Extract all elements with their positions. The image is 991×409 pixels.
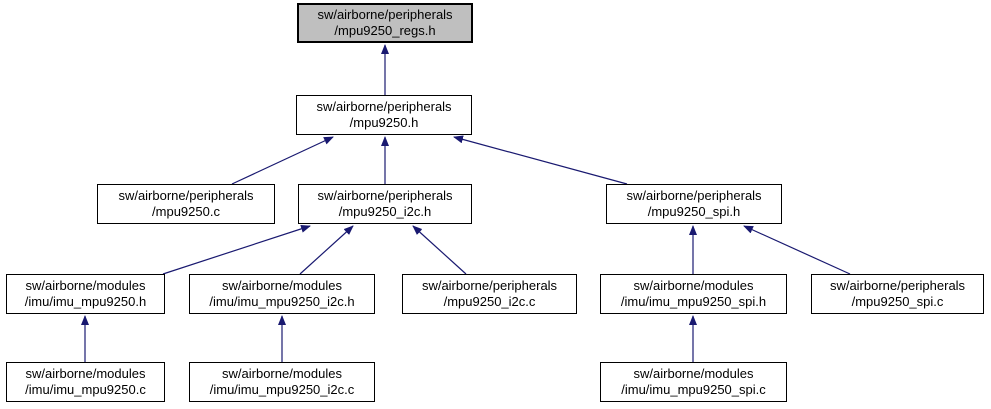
node-label-line2: /mpu9250.h [349, 115, 419, 130]
node-label-line2: /imu/imu_mpu9250_i2c.h [209, 294, 355, 309]
node-label-line1: sw/airborne/peripherals [421, 278, 558, 293]
node-label-line2: /imu/imu_mpu9250_spi.c [621, 382, 766, 397]
node-label-line2: /imu/imu_mpu9250_i2c.c [209, 382, 355, 397]
node-label-line2: /imu/imu_mpu9250.c [25, 382, 146, 397]
node-label-line2: /mpu9250_spi.h [647, 204, 741, 219]
node-label-line2: /mpu9250_i2c.c [443, 294, 536, 309]
edge-imuh-to-i2ch [162, 224, 311, 275]
edge-spic-to-spih [743, 225, 851, 275]
node-label-line1: sw/airborne/peripherals [626, 188, 762, 203]
node-label-line1: sw/airborne/peripherals [317, 188, 453, 203]
graph-node-mpu9250-spi-c[interactable]: sw/airborne/peripherals /mpu9250_spi.c [811, 274, 984, 314]
node-label-line1: sw/airborne/peripherals [317, 7, 453, 22]
node-label-line2: /imu/imu_mpu9250.h [24, 294, 147, 309]
graph-node-imu-mpu9250-c[interactable]: sw/airborne/modules /imu/imu_mpu9250.c [6, 362, 165, 402]
node-label-line2: /mpu9250_spi.c [851, 294, 944, 309]
graph-node-mpu9250-c[interactable]: sw/airborne/peripherals /mpu9250.c [97, 184, 275, 224]
graph-node-imu-mpu9250-i2c-c[interactable]: sw/airborne/modules /imu/imu_mpu9250_i2c… [189, 362, 375, 402]
node-label-line1: sw/airborne/modules [222, 278, 342, 293]
graph-node-imu-mpu9250-spi-c[interactable]: sw/airborne/modules /imu/imu_mpu9250_spi… [600, 362, 787, 402]
node-label-line2: /mpu9250.c [152, 204, 220, 219]
node-label-line2: /mpu9250_regs.h [334, 23, 436, 38]
graph-node-mpu9250-h[interactable]: sw/airborne/peripherals /mpu9250.h [296, 95, 472, 135]
edge-mpu9250c-to-mpu9250h [231, 136, 334, 185]
node-label-line1: sw/airborne/peripherals [118, 188, 254, 203]
graph-node-mpu9250-i2c-h[interactable]: sw/airborne/peripherals /mpu9250_i2c.h [298, 184, 472, 224]
edge-i2cc-to-i2ch [412, 225, 467, 275]
node-label-line1: sw/airborne/peripherals [829, 278, 966, 293]
edge-imui2ch-to-i2ch [299, 225, 354, 275]
graph-node-imu-mpu9250-spi-h[interactable]: sw/airborne/modules /imu/imu_mpu9250_spi… [600, 274, 787, 314]
node-label-line1: sw/airborne/modules [222, 366, 342, 381]
node-label-line1: sw/airborne/peripherals [316, 99, 452, 114]
node-label-line2: /imu/imu_mpu9250_spi.h [620, 294, 767, 309]
node-label-line2: /mpu9250_i2c.h [338, 204, 432, 219]
graph-node-mpu9250-regs-h: sw/airborne/peripherals /mpu9250_regs.h [297, 3, 473, 43]
graph-node-imu-mpu9250-i2c-h[interactable]: sw/airborne/modules /imu/imu_mpu9250_i2c… [189, 274, 375, 314]
node-label-line1: sw/airborne/modules [633, 278, 754, 293]
node-label-line1: sw/airborne/modules [633, 366, 754, 381]
graph-node-imu-mpu9250-h[interactable]: sw/airborne/modules /imu/imu_mpu9250.h [6, 274, 165, 314]
edge-spih-to-mpu9250h [453, 135, 628, 185]
node-label-line1: sw/airborne/modules [25, 278, 146, 293]
node-label-line1: sw/airborne/modules [25, 366, 146, 381]
graph-node-mpu9250-spi-h[interactable]: sw/airborne/peripherals /mpu9250_spi.h [606, 184, 782, 224]
graph-node-mpu9250-i2c-c[interactable]: sw/airborne/peripherals /mpu9250_i2c.c [402, 274, 577, 314]
